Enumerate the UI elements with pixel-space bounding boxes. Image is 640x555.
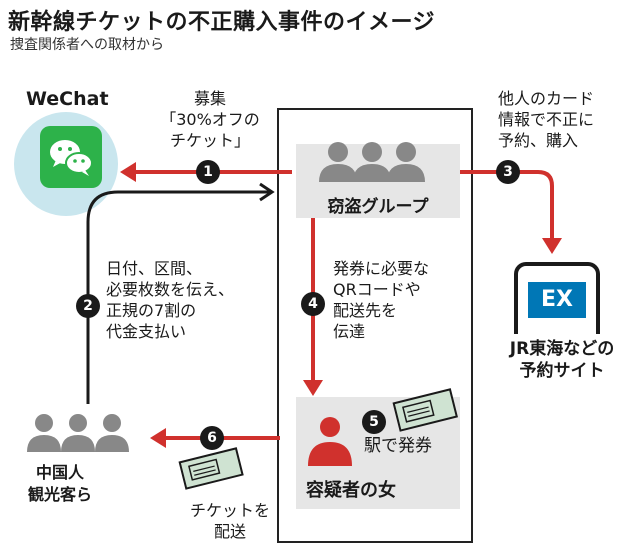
step-2-text: 日付、区間、 必要枚数を伝え、 正規の7割の 代金支払い [106, 258, 234, 342]
arrow-3-fraud-purchase [460, 170, 562, 254]
step-3-text: 他人のカード 情報で不正に 予約、購入 [498, 88, 594, 151]
step-6-line: 配送 [213, 522, 246, 541]
step-1-text: 募集 「30%オフの チケット」 [150, 88, 270, 151]
tourists-people-icon [27, 414, 129, 452]
theft-group-people-icon [319, 142, 425, 182]
step-1-line: 「30%オフの [160, 110, 260, 129]
step-4-line: 配送先を [333, 301, 398, 320]
step-6-badge: 6 [200, 426, 224, 450]
tourists-label: 中国人 観光客ら [10, 462, 110, 506]
woman-icon [308, 417, 352, 466]
step-4-badge: 4 [301, 292, 325, 316]
suspect-label: 容疑者の女 [306, 480, 396, 501]
step-3-badge: 3 [496, 160, 520, 184]
step-5-text: 駅で発券 [364, 436, 432, 456]
step-5-badge: 5 [362, 410, 386, 434]
wechat-icon [40, 126, 102, 188]
jr-site-label-line1: JR東海などの [509, 339, 615, 359]
step-1-line: チケット」 [169, 131, 250, 150]
step-1-line: 募集 [193, 89, 226, 108]
page-title: 新幹線チケットの不正購入事件のイメージ [8, 10, 436, 35]
theft-group-label: 窃盗グループ [327, 197, 429, 217]
step-4-line: QRコードや [333, 280, 421, 299]
step-3-line: 他人のカード [498, 89, 595, 108]
step-1-badge: 1 [196, 160, 220, 184]
wechat-label: WeChat [26, 88, 109, 110]
step-6-text: チケットを 配送 [180, 500, 280, 542]
step-3-line: 予約、購入 [498, 131, 579, 150]
tourists-label-line2: 観光客ら [27, 485, 92, 504]
step-3-line: 情報で不正に [498, 110, 595, 129]
jr-site-label: JR東海などの 予約サイト [492, 338, 632, 382]
step-2-line: 必要枚数を伝え、 [106, 280, 235, 299]
arrow-2-request-payment [86, 182, 275, 404]
step-2-badge: 2 [76, 294, 100, 318]
step-2-line: 正規の7割の [106, 301, 197, 320]
page-subtitle: 捜査関係者への取材から [10, 37, 164, 53]
step-2-line: 代金支払い [106, 322, 187, 341]
ticket-icon-delivery [178, 447, 244, 490]
step-4-text: 発券に必要な QRコードや 配送先を 伝達 [333, 258, 429, 342]
step-4-line: 発券に必要な [333, 259, 430, 278]
step-6-line: チケットを [189, 501, 270, 520]
jr-site-label-line2: 予約サイト [519, 361, 605, 381]
step-4-line: 伝達 [333, 322, 366, 341]
step-2-line: 日付、区間、 [106, 259, 203, 278]
tourists-label-line1: 中国人 [35, 463, 84, 482]
ex-badge: EX [528, 282, 586, 318]
ticket-icon-suspect [392, 388, 458, 432]
